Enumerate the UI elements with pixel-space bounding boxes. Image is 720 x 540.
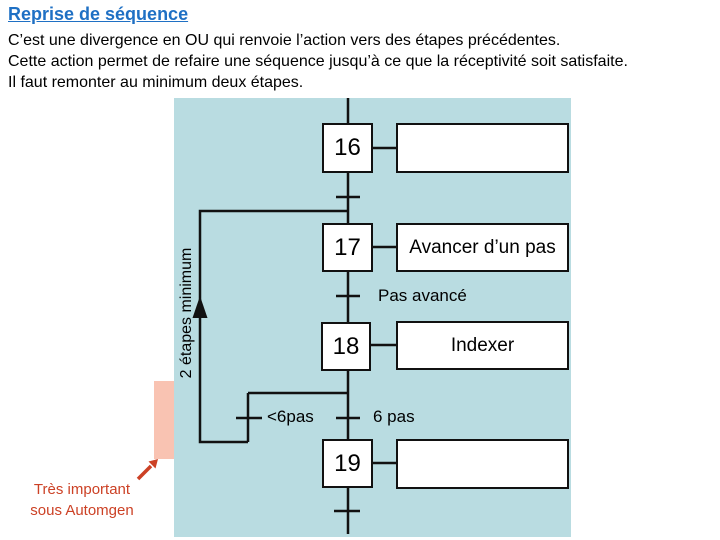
annotation-line-2: sous Automgen [30,502,134,519]
step-number: 18 [332,332,360,360]
annotation-text: Très important sous Automgen [6,479,158,521]
action-box-16 [396,123,569,173]
step-box-19: 19 [322,439,373,488]
description-text: C’est une divergence en OU qui renvoie l… [8,30,720,93]
step-box-17: 17 [322,223,373,272]
action-box-18: Indexer [396,321,569,370]
loop-label: 2 étapes minimum [178,247,195,379]
action-box-17: Avancer d’un pas [396,223,569,272]
description-line-1: C’est une divergence en OU qui renvoie l… [8,32,561,49]
action-label: Avancer d’un pas [409,236,556,258]
action-box-19 [396,439,569,489]
step-number: 19 [334,449,361,477]
step-number: 17 [334,233,361,261]
transition-label-pas-avance: Pas avancé [378,286,467,305]
step-number: 16 [334,134,361,161]
annotation-line-1: Très important [33,481,131,498]
page-title: Reprise de séquence [8,4,189,24]
action-label: Indexer [450,334,515,356]
red-arrow-icon [136,459,158,481]
loop-arrow-up-icon [192,296,208,318]
transition-label-lt6pas: <6pas [267,407,314,426]
step-box-18: 18 [321,322,371,371]
description-line-2: Cette action permet de refaire une séque… [8,53,628,70]
description-line-3: Il faut remonter au minimum deux étapes. [8,74,304,91]
highlight-rect [154,381,174,459]
transition-label-6pas: 6 pas [373,407,415,426]
loop-return-line [198,209,348,444]
step-box-16: 16 [322,123,373,173]
